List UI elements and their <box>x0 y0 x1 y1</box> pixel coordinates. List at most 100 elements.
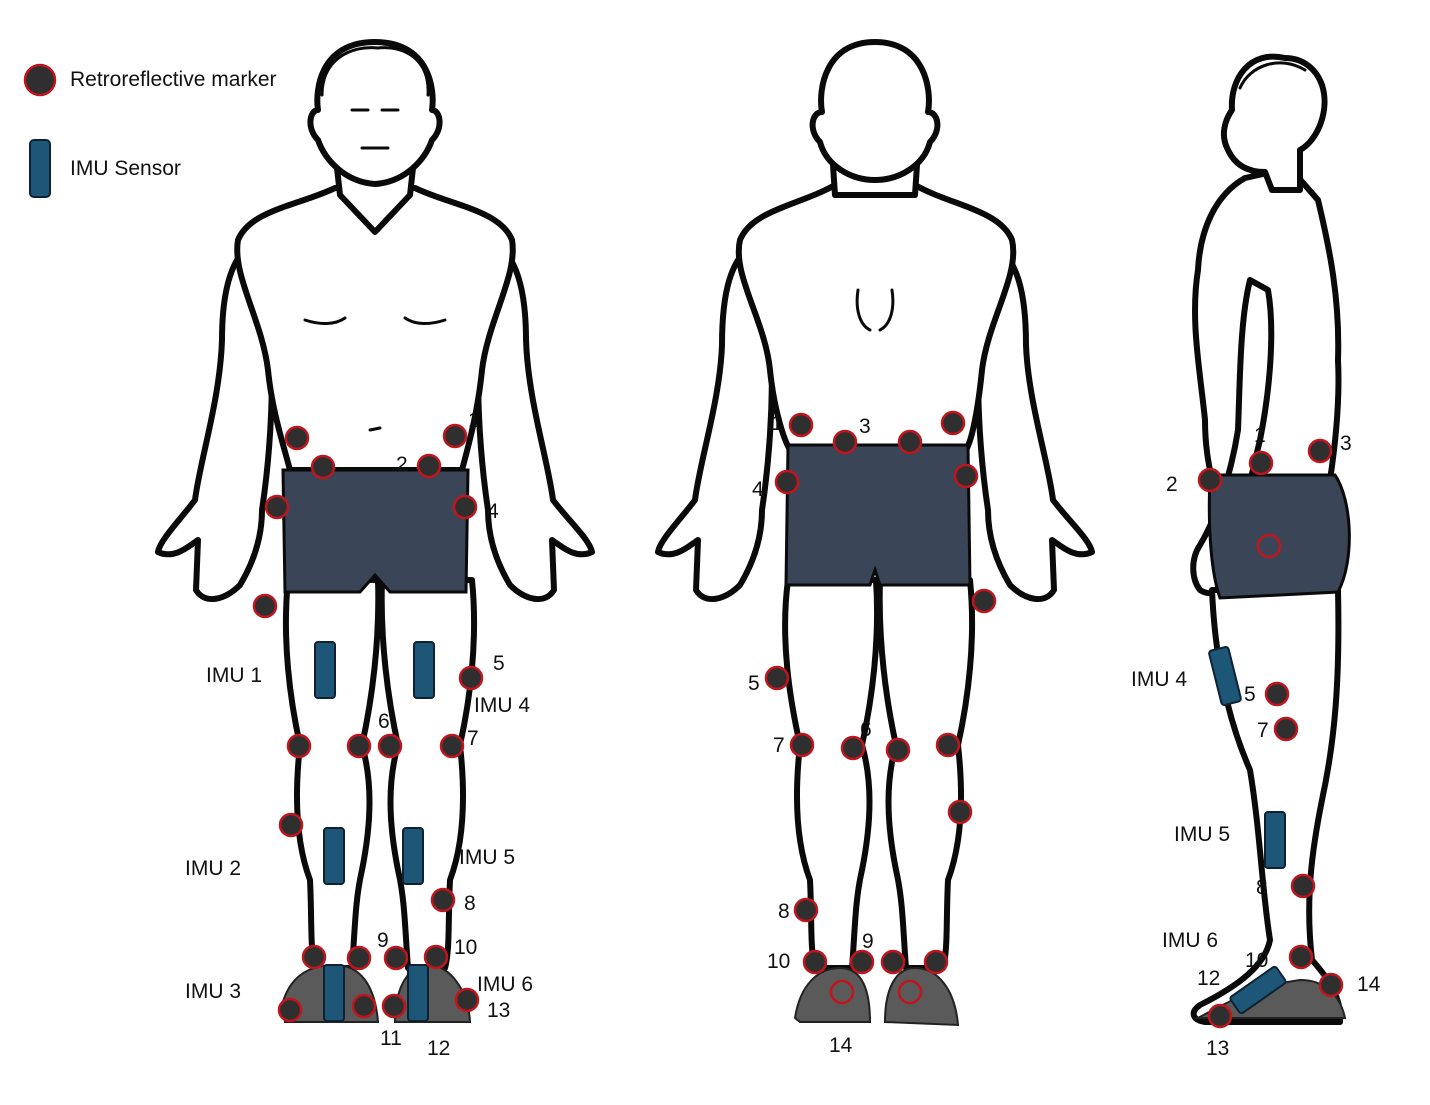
marker-front <box>310 454 336 480</box>
side-marker-13: 13 <box>1206 1037 1229 1060</box>
marker-front <box>383 945 409 971</box>
marker-back <box>971 588 997 614</box>
marker-back <box>832 429 858 455</box>
legend-imu: IMU Sensor <box>28 138 181 200</box>
front-marker-13: 13 <box>487 999 510 1022</box>
side-shorts <box>1207 473 1351 600</box>
back-marker-9: 9 <box>862 930 874 953</box>
marker-side <box>1288 944 1314 970</box>
front-chest <box>303 316 447 325</box>
markers <box>252 410 1344 1029</box>
marker-front <box>458 665 484 691</box>
front-marker-4: 4 <box>487 500 499 523</box>
marker-front <box>301 944 327 970</box>
side-head <box>1220 53 1328 193</box>
marker-back <box>849 949 875 975</box>
imu-6-sensor-side <box>1229 965 1287 1015</box>
marker-front <box>416 453 442 479</box>
imu-5-sensor-side <box>1264 811 1286 869</box>
legend-marker-label: Retroreflective marker <box>70 68 277 91</box>
front-marker-2: 2 <box>396 453 408 476</box>
side-imu-5-label: IMU 5 <box>1174 823 1230 846</box>
marker-front <box>346 945 372 971</box>
marker-side <box>1207 1003 1233 1029</box>
back-marker-5: 5 <box>748 672 760 695</box>
side-view <box>1190 53 1351 1025</box>
front-imu-3-label: IMU 3 <box>185 980 241 1003</box>
marker-side <box>1318 972 1344 998</box>
marker-side <box>1264 681 1290 707</box>
imu-4-sensor-front <box>413 641 435 699</box>
marker-front <box>284 425 310 451</box>
marker-front <box>351 993 377 1019</box>
legend-marker: Retroreflective marker <box>22 62 277 98</box>
front-labels: IMU 1 IMU 2 IMU 3 IMU 4 IMU 5 IMU 6 1 2 … <box>185 409 533 1060</box>
front-marker-11: 11 <box>380 1027 402 1050</box>
marker-front <box>278 812 304 838</box>
front-marker-7: 7 <box>467 727 479 750</box>
marker-front <box>277 997 303 1023</box>
front-shorts <box>281 468 470 594</box>
back-marker-14: 14 <box>829 1034 853 1057</box>
back-marker-3: 3 <box>859 415 871 438</box>
marker-front <box>454 987 480 1013</box>
front-marker-1: 1 <box>468 409 480 432</box>
marker-front <box>442 423 468 449</box>
imu-icon <box>29 139 51 198</box>
side-marker-14: 14 <box>1357 973 1381 996</box>
front-head <box>307 39 443 187</box>
imu-sensors <box>314 641 1287 1022</box>
marker-back <box>802 949 828 975</box>
marker-back <box>793 897 819 923</box>
side-marker-5: 5 <box>1244 683 1256 706</box>
marker-side <box>1290 873 1316 899</box>
marker-front <box>286 733 312 759</box>
marker-back <box>935 732 961 758</box>
imu-5-sensor-front <box>402 827 424 885</box>
side-hair <box>1238 61 1307 90</box>
back-right-leg <box>876 577 976 971</box>
back-labels: 1 3 4 5 6 7 8 9 10 14 <box>748 412 874 1057</box>
side-imu-6-label: IMU 6 <box>1162 929 1218 952</box>
imu-3-sensor <box>323 964 345 1022</box>
marker-front <box>423 944 449 970</box>
front-marker-8: 8 <box>464 892 476 915</box>
side-marker-7: 7 <box>1257 719 1269 742</box>
front-imu-4-label: IMU 4 <box>474 694 530 717</box>
side-marker-12: 12 <box>1197 967 1220 990</box>
imu-6-sensor-front <box>407 964 429 1022</box>
side-labels: IMU 4 IMU 5 IMU 6 1 2 3 5 7 8 10 12 13 1… <box>1131 424 1381 1060</box>
marker-back <box>764 665 790 691</box>
front-marker-12: 12 <box>427 1037 450 1060</box>
side-arm <box>1190 277 1275 597</box>
marker-back-heel <box>897 979 923 1005</box>
side-marker-10: 10 <box>1245 949 1268 972</box>
marker-front <box>264 494 290 520</box>
back-torso <box>735 182 1017 453</box>
marker-back <box>840 735 866 761</box>
back-marker-1: 1 <box>771 412 783 435</box>
front-right-leg <box>378 577 478 971</box>
marker-side <box>1307 438 1333 464</box>
legend-imu-label: IMU Sensor <box>70 157 181 180</box>
side-marker-3: 3 <box>1340 432 1352 455</box>
marker-back <box>774 469 800 495</box>
back-shorts <box>784 443 972 587</box>
marker-back <box>923 949 949 975</box>
back-marker-6: 6 <box>860 718 872 741</box>
side-marker-2: 2 <box>1166 473 1178 496</box>
marker-back <box>789 732 815 758</box>
marker-back <box>880 949 906 975</box>
front-hair <box>320 46 430 97</box>
back-right-arm <box>975 237 1095 602</box>
marker-front <box>381 993 407 1019</box>
back-view <box>655 39 1095 1027</box>
back-marker-7: 7 <box>773 734 785 757</box>
marker-front <box>439 733 465 759</box>
marker-front <box>252 593 278 619</box>
back-right-foot <box>883 966 960 1027</box>
marker-back <box>947 799 973 825</box>
front-imu-5-label: IMU 5 <box>459 846 515 869</box>
marker-front <box>430 887 456 913</box>
front-left-leg <box>282 577 382 971</box>
